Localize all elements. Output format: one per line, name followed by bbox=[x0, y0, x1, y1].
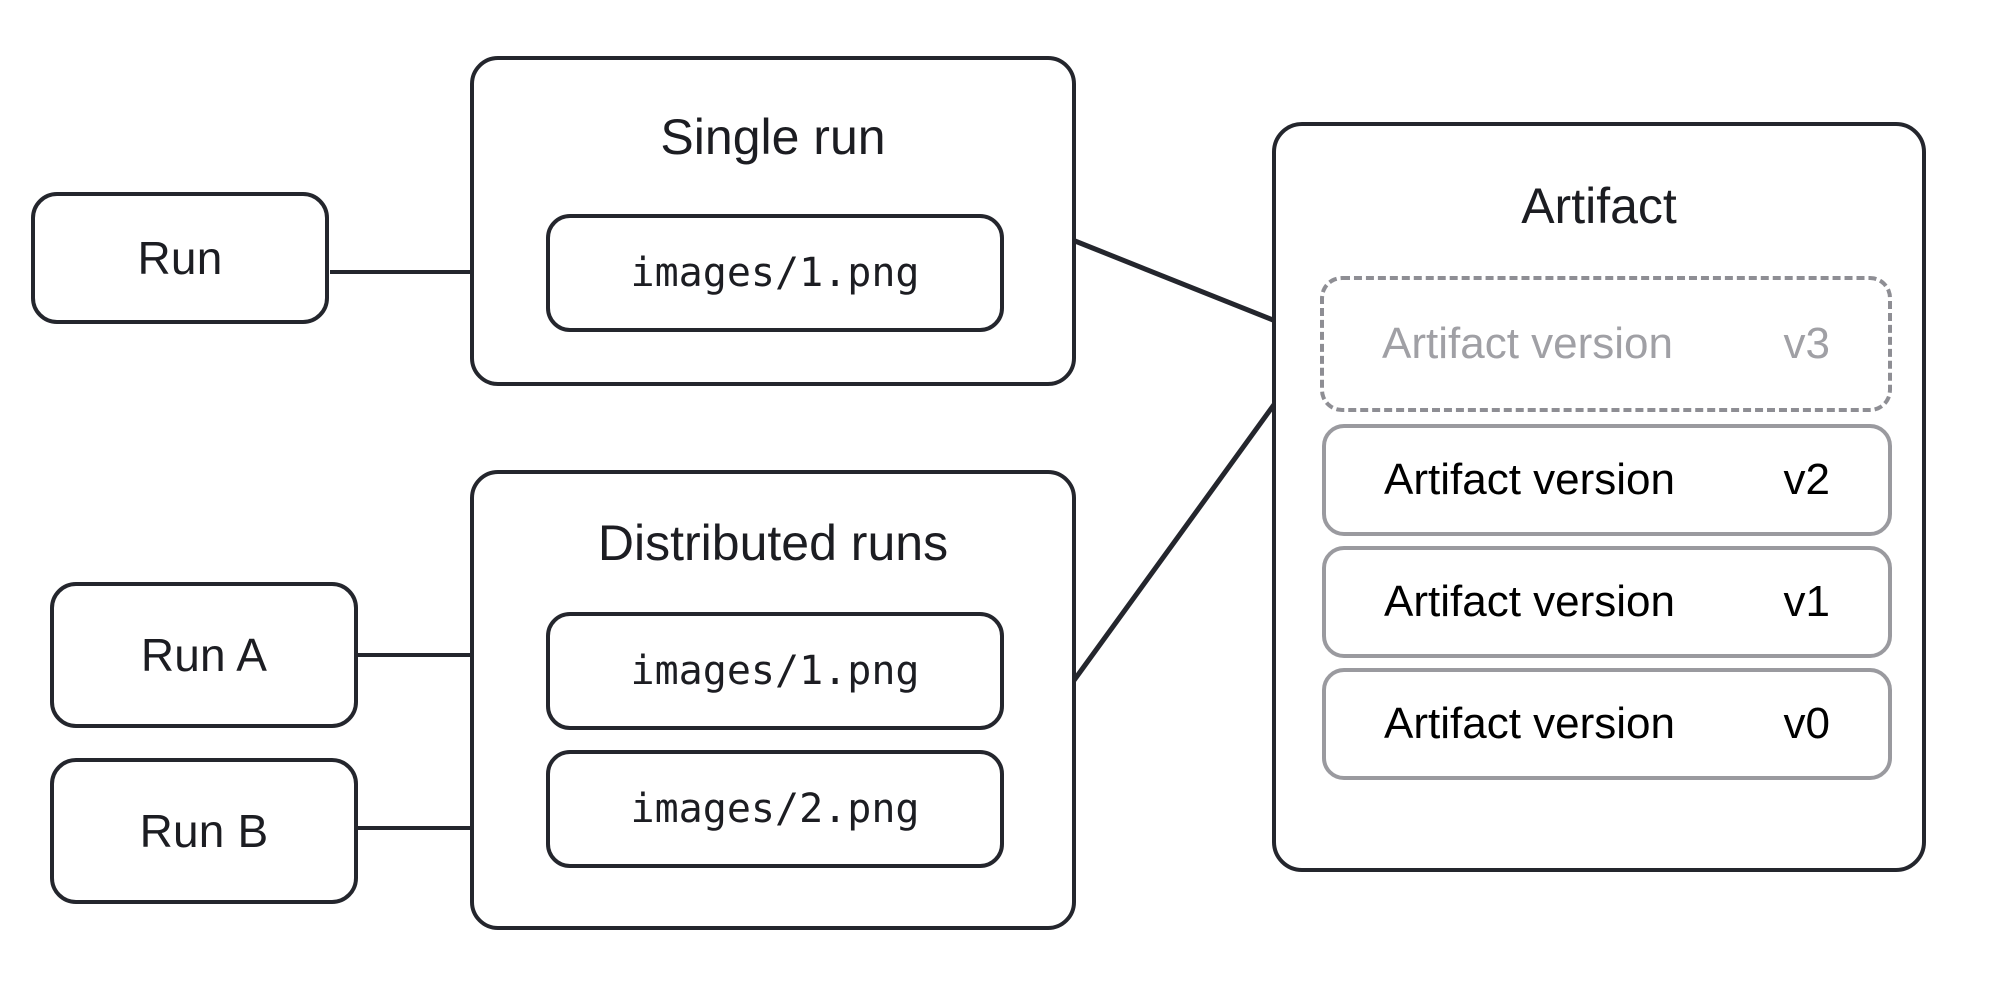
run-node-a-label: Run A bbox=[140, 629, 268, 681]
artifact-version-v0-label: Artifact version bbox=[1384, 699, 1675, 748]
group-single-run-title: Single run bbox=[660, 109, 886, 165]
run-node-a[interactable]: Run A bbox=[50, 582, 358, 728]
file-chip-single-1[interactable]: images/1.png bbox=[546, 214, 1004, 332]
artifact-version-v3-tag: v3 bbox=[1783, 319, 1830, 368]
artifact-version-v1[interactable]: Artifact version v1 bbox=[1322, 546, 1892, 658]
artifact-version-v1-label: Artifact version bbox=[1384, 577, 1675, 626]
artifact-version-v2-label: Artifact version bbox=[1384, 455, 1675, 504]
artifact-version-v0-tag: v0 bbox=[1783, 699, 1830, 748]
file-chip-dist-1[interactable]: images/1.png bbox=[546, 612, 1004, 730]
group-single-run[interactable]: Single run images/1.png bbox=[470, 56, 1076, 386]
file-chip-dist-2-label: images/2.png bbox=[630, 786, 920, 832]
artifact-version-v2-tag: v2 bbox=[1783, 455, 1830, 504]
group-distributed-runs-title: Distributed runs bbox=[597, 515, 949, 571]
file-chip-dist-2[interactable]: images/2.png bbox=[546, 750, 1004, 868]
artifact-version-v1-tag: v1 bbox=[1783, 577, 1830, 626]
artifact-version-v2[interactable]: Artifact version v2 bbox=[1322, 424, 1892, 536]
run-node-b-label: Run B bbox=[139, 805, 269, 857]
run-node-b[interactable]: Run B bbox=[50, 758, 358, 904]
artifact-version-v0[interactable]: Artifact version v0 bbox=[1322, 668, 1892, 780]
file-chip-dist-1-label: images/1.png bbox=[630, 648, 920, 694]
artifact-version-v3-label: Artifact version bbox=[1382, 319, 1673, 368]
artifact-panel-title: Artifact bbox=[1521, 178, 1677, 234]
group-distributed-runs[interactable]: Distributed runs images/1.png images/2.p… bbox=[470, 470, 1076, 930]
file-chip-single-1-label: images/1.png bbox=[630, 250, 920, 296]
run-node-single[interactable]: Run bbox=[31, 192, 329, 324]
run-node-single-label: Run bbox=[137, 232, 223, 284]
artifact-version-v3[interactable]: Artifact version v3 bbox=[1320, 276, 1892, 412]
artifact-panel[interactable]: Artifact Artifact version v3 Artifact ve… bbox=[1272, 122, 1926, 872]
